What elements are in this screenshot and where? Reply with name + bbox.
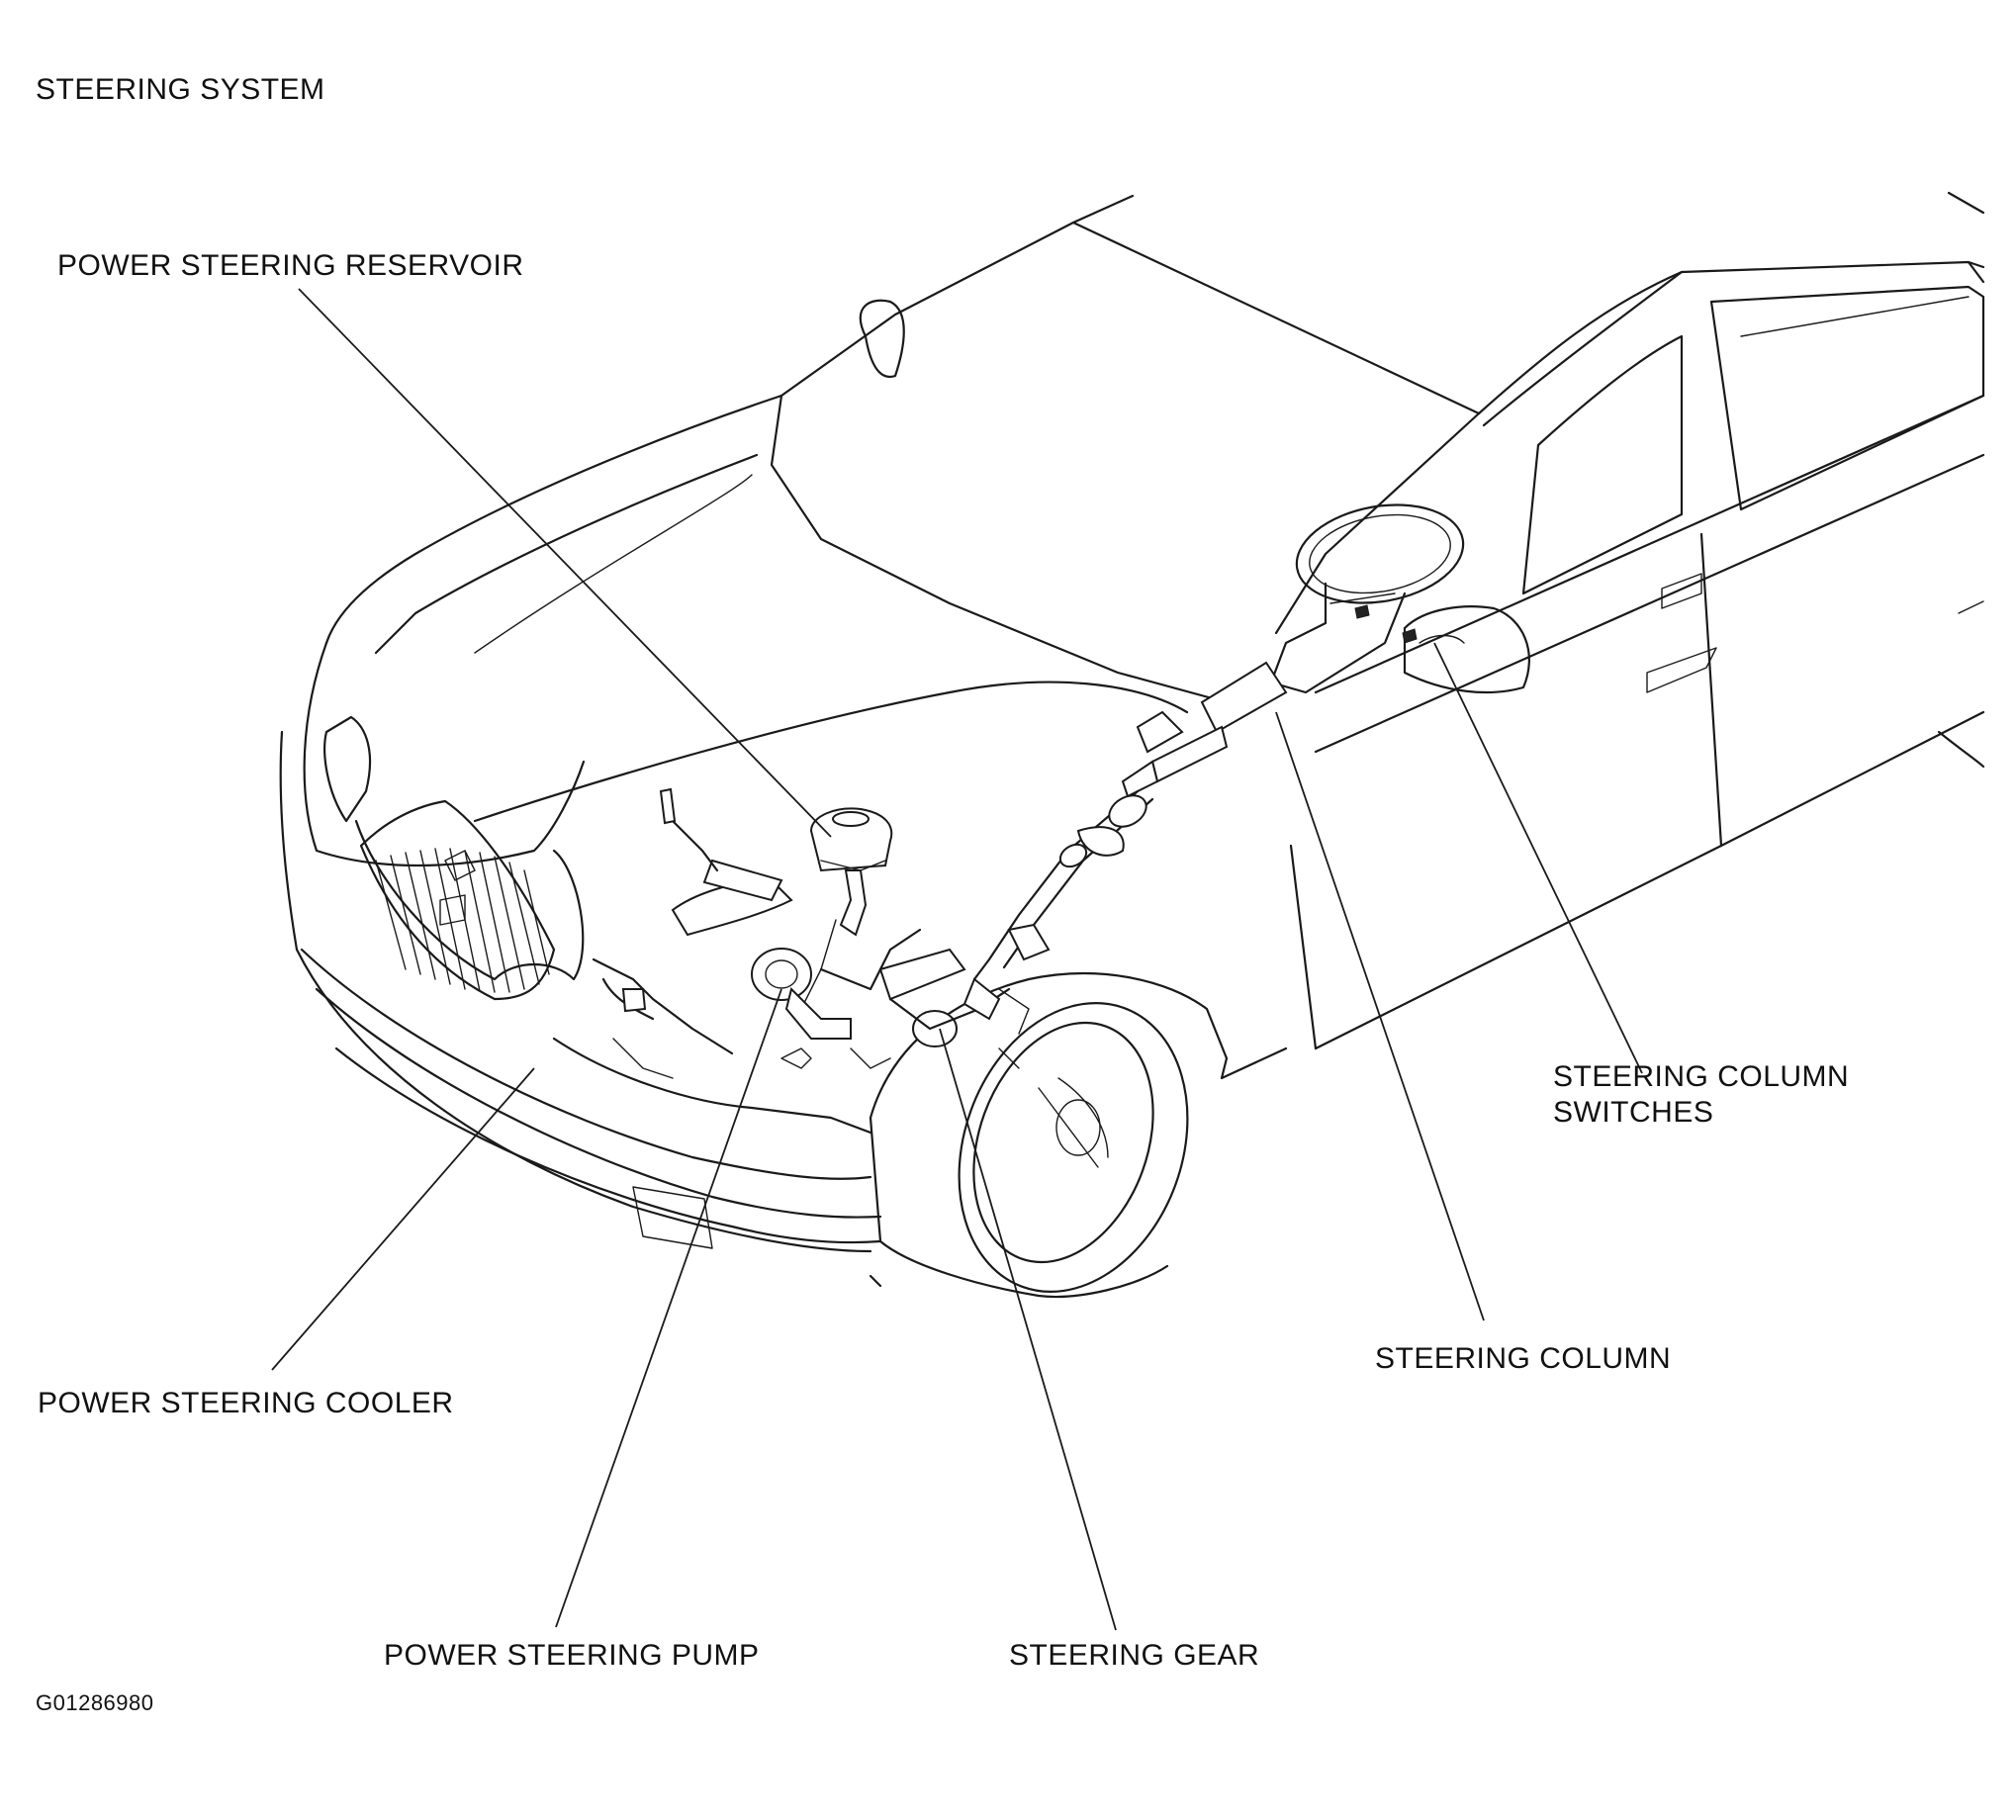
diagram-title: STEERING SYSTEM	[36, 73, 325, 106]
figure-code: G01286980	[36, 1690, 154, 1715]
leader-reservoir	[298, 288, 832, 838]
leader-gear	[939, 1028, 1117, 1631]
grille-emblem	[439, 894, 466, 926]
leader-pump	[555, 988, 782, 1628]
label-steering-column-switches-line1: STEERING COLUMN	[1553, 1060, 1850, 1093]
leader-cooler	[271, 1067, 535, 1371]
label-power-steering-cooler: POWER STEERING COOLER	[38, 1387, 454, 1419]
leader-lines	[271, 288, 1643, 1631]
steering-column-shaft	[972, 661, 1288, 981]
car-body-outline	[279, 191, 1985, 1299]
steering-gear-part	[659, 787, 1030, 1047]
grille-bars	[375, 848, 550, 993]
label-steering-gear: STEERING GEAR	[1009, 1639, 1260, 1672]
leader-switches	[1433, 642, 1643, 1074]
leader-column	[1275, 711, 1485, 1321]
power-steering-reservoir-part	[800, 807, 893, 1010]
label-steering-column: STEERING COLUMN	[1375, 1342, 1672, 1375]
label-power-steering-pump: POWER STEERING PUMP	[384, 1639, 760, 1672]
steering-wheel	[1269, 503, 1465, 694]
power-steering-pump-part	[751, 928, 922, 1040]
label-steering-column-switches-line2: SWITCHES	[1553, 1096, 1714, 1129]
label-power-steering-reservoir: POWER STEERING RESERVOIR	[57, 249, 524, 282]
power-steering-cooler-part	[592, 957, 1020, 1079]
hood-emblem	[444, 850, 476, 881]
